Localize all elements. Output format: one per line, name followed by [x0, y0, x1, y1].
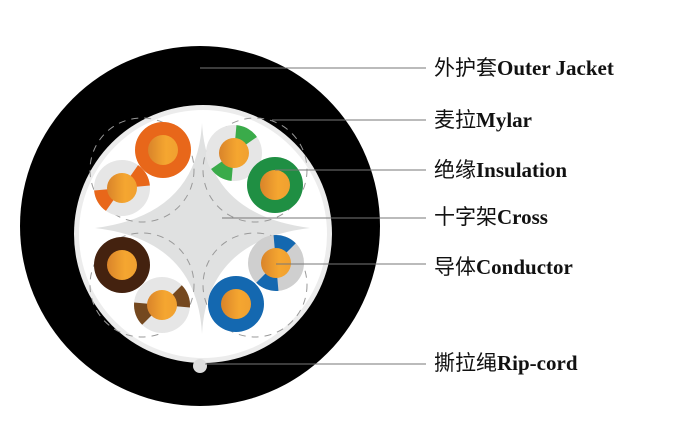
- wire-lightbrown-striped: [134, 277, 191, 333]
- conductor: [148, 135, 178, 165]
- wire-brown-solid: [94, 237, 150, 293]
- label-en: Insulation: [476, 158, 568, 182]
- label-en: Mylar: [476, 108, 532, 132]
- wire-blue-solid: [208, 276, 264, 332]
- label-cn: 绝缘: [434, 158, 476, 182]
- label-en: Cross: [497, 205, 548, 229]
- label-outer-jacket: 外护套Outer Jacket: [434, 56, 614, 80]
- label-rip-cord: 撕拉绳Rip-cord: [434, 351, 578, 375]
- conductor: [261, 248, 291, 278]
- label-cn: 导体: [434, 255, 476, 279]
- label-cn: 外护套: [434, 56, 497, 80]
- label-insulation: 绝缘Insulation: [434, 158, 567, 182]
- label-cn: 麦拉: [434, 108, 476, 132]
- conductor: [147, 290, 177, 320]
- wire-green-solid: [247, 157, 303, 213]
- label-cn: 撕拉绳: [434, 351, 497, 375]
- wire-orange-striped: [94, 160, 150, 216]
- conductor: [107, 250, 137, 280]
- conductor: [107, 173, 137, 203]
- label-mylar: 麦拉Mylar: [434, 108, 532, 132]
- wire-lightgreen-striped: [206, 125, 262, 181]
- label-en: Conductor: [476, 255, 573, 279]
- cross-separator: [95, 123, 310, 334]
- conductor: [260, 170, 290, 200]
- label-conductor: 导体Conductor: [434, 255, 573, 279]
- conductor: [219, 138, 249, 168]
- label-en: Rip-cord: [497, 351, 578, 375]
- label-cn: 十字架: [434, 205, 497, 229]
- wire-orange-solid: [135, 122, 191, 178]
- label-cross: 十字架Cross: [434, 205, 548, 229]
- label-en: Outer Jacket: [497, 56, 614, 80]
- rip-cord: [193, 359, 207, 373]
- wire-blue-striped: [248, 234, 304, 292]
- conductor: [221, 289, 251, 319]
